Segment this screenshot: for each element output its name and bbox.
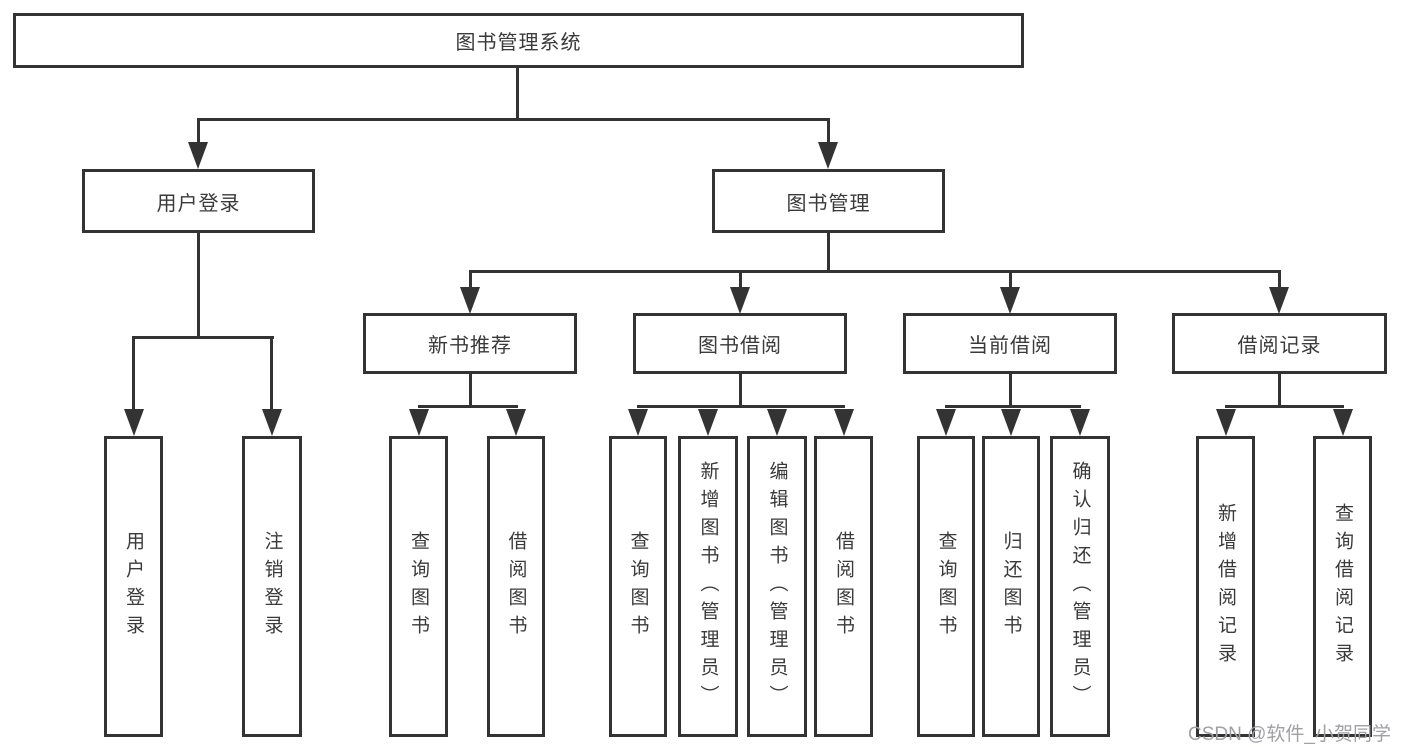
node-current-borrowing: 当前借阅 [903,313,1117,374]
connector [827,118,830,144]
arrowhead-down [1000,287,1020,314]
leaf-label: 编辑图书（管理员） [766,460,788,713]
leaf-label: 确认归还（管理员） [1069,460,1091,713]
leaf-return-book: 归还图书 [982,436,1040,737]
connector [197,233,200,339]
node-user-login: 用户登录 [82,169,315,233]
arrowhead-down [506,409,526,436]
connector [270,336,273,411]
arrowhead-down [698,409,718,436]
arrowhead-down [730,287,750,314]
leaf-label: 注销登录 [261,530,283,643]
arrowhead-down [262,409,282,436]
arrowhead-down [124,409,144,436]
leaf-user-login: 用户登录 [104,436,163,737]
leaf-label: 查询图书 [627,530,649,643]
leaf-add-borrow-record: 新增借阅记录 [1196,436,1255,737]
leaf-query-books-recommend: 查询图书 [389,436,448,737]
connector [469,374,472,407]
connector [739,374,742,407]
connector [469,270,1281,273]
arrowhead-down [460,287,480,314]
connector [739,270,742,289]
connector [197,118,200,144]
leaf-query-borrow-record: 查询借阅记录 [1313,436,1372,737]
leaf-edit-book-admin: 编辑图书（管理员） [747,436,807,737]
leaf-label: 用户登录 [123,530,144,643]
arrowhead-down [818,142,838,169]
arrowhead-down [628,409,648,436]
leaf-label: 查询图书 [408,530,429,643]
connector [132,336,274,339]
leaf-query-books-current: 查询图书 [917,436,975,737]
node-book-management: 图书管理 [712,169,945,233]
connector [945,405,1081,408]
arrowhead-down [188,142,208,169]
leaf-label: 新增图书（管理员） [697,460,719,713]
arrowhead-down [409,409,429,436]
leaf-borrow-books-borrowing: 借阅图书 [814,436,873,737]
arrowhead-down [767,409,787,436]
leaf-label: 借阅图书 [833,530,854,643]
leaf-query-books-borrowing: 查询图书 [609,436,667,737]
leaf-label: 借阅图书 [505,530,527,643]
leaf-label: 查询借阅记录 [1332,502,1353,671]
leaf-confirm-return-admin: 确认归还（管理员） [1050,436,1110,737]
arrowhead-down [1001,409,1021,436]
connector [1225,405,1344,408]
connector [1278,270,1281,289]
leaf-logout: 注销登录 [242,436,302,737]
leaf-label: 查询图书 [935,530,957,643]
node-borrowing-records: 借阅记录 [1172,313,1387,374]
leaf-add-book-admin: 新增图书（管理员） [678,436,738,737]
leaf-label: 归还图书 [1000,530,1022,643]
arrowhead-down [1333,409,1353,436]
arrowhead-down [834,409,854,436]
node-library-system: 图书管理系统 [13,13,1024,68]
csdn-watermark: CSDN @软件_小贺同学 [1188,724,1391,745]
arrowhead-down [936,409,956,436]
connector [637,405,845,408]
connector [418,405,518,408]
leaf-label: 新增借阅记录 [1215,502,1236,671]
connector [516,67,519,121]
connector [132,336,135,411]
connector [1278,374,1281,407]
connector [1009,270,1012,289]
arrowhead-down [1269,287,1289,314]
node-new-book-recommend: 新书推荐 [363,313,577,374]
arrowhead-down [1216,409,1236,436]
node-book-borrowing: 图书借阅 [633,313,847,374]
leaf-borrow-books-recommend: 借阅图书 [487,436,545,737]
arrowhead-down [1070,409,1090,436]
connector [1009,374,1012,407]
connector [827,233,830,273]
connector [469,270,472,289]
connector [197,118,830,121]
